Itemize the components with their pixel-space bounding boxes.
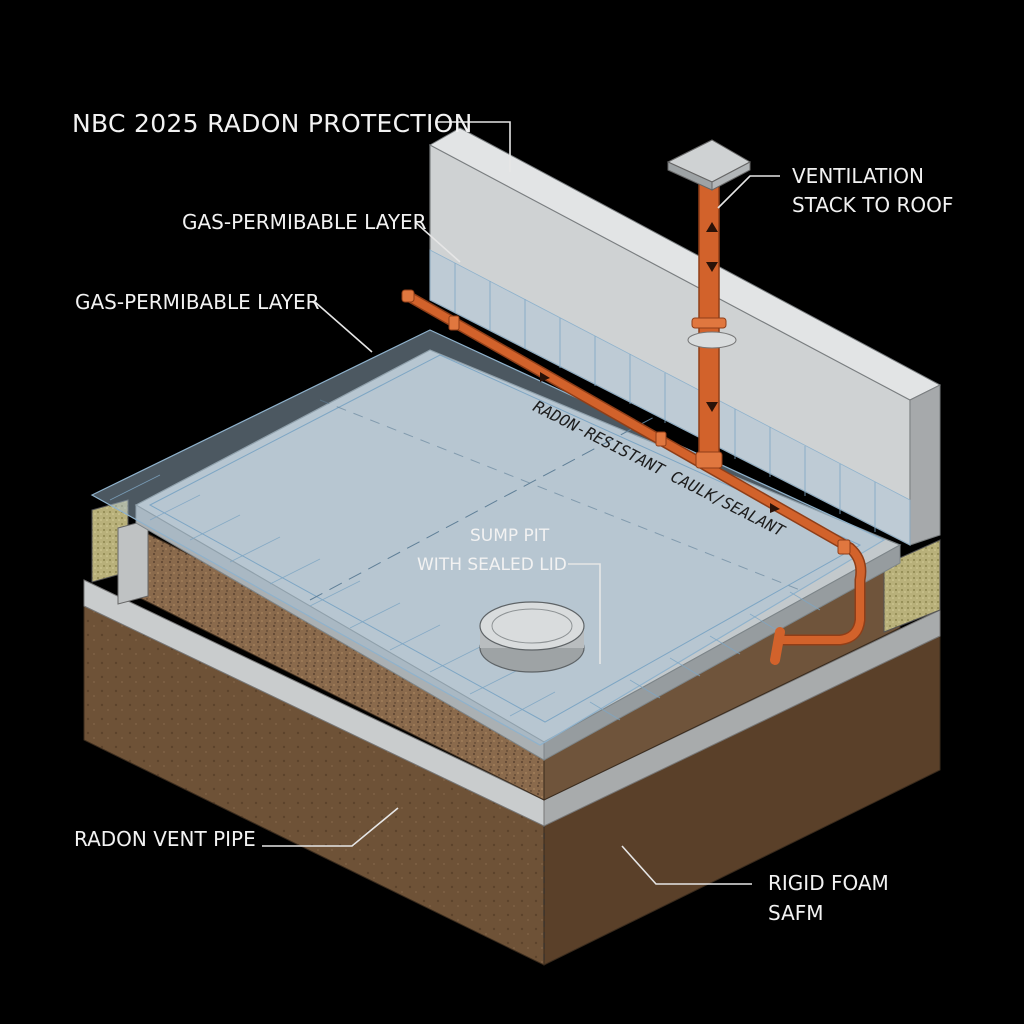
label-ventilation-line1: VENTILATION [792, 164, 924, 188]
label-gas-layer-slab: GAS-PERMIBABLE LAYER [75, 290, 320, 314]
gas-permeable-membrane [90, 329, 886, 746]
label-sump-line2: WITH SEALED LID [417, 555, 567, 575]
left-footing [117, 519, 149, 605]
label-vent-pipe: RADON VENT PIPE [74, 827, 256, 851]
ventilation-stack [666, 139, 752, 469]
label-ventilation-line2: STACK TO ROOF [792, 193, 953, 217]
label-sump-line1: SUMP PIT [470, 526, 550, 546]
radon-vent-pipe [401, 289, 867, 665]
label-foam-line1: RIGID FOAM [768, 871, 889, 895]
foundation-wall [428, 127, 942, 546]
sump-pit [479, 601, 585, 673]
diagram-title: NBC 2025 RADON PROTECTION [72, 109, 473, 138]
label-foam-line2: SAFM [768, 901, 824, 925]
rigid-foam-layer [83, 579, 941, 827]
label-gas-layer-wall: GAS-PERMIBABLE LAYER [182, 210, 427, 234]
leader-lines [262, 121, 780, 885]
